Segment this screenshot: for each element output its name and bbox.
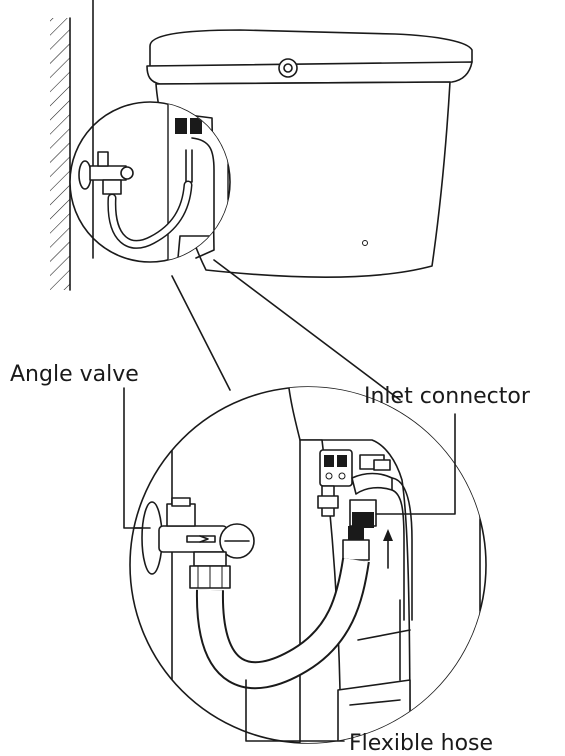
zoom-connector-right	[213, 259, 401, 401]
label-angle-valve: Angle valve	[10, 362, 139, 387]
label-inlet-connector: Inlet connector	[364, 384, 530, 409]
leader-flexible-hose	[245, 679, 345, 742]
leader-inlet-connector	[375, 413, 456, 515]
leader-angle-valve	[123, 387, 151, 529]
label-flexible-hose: Flexible hose	[349, 731, 494, 756]
zoom-connector-left	[171, 275, 231, 391]
detail-circle-large	[129, 386, 487, 744]
toilet-unit	[146, 29, 473, 278]
